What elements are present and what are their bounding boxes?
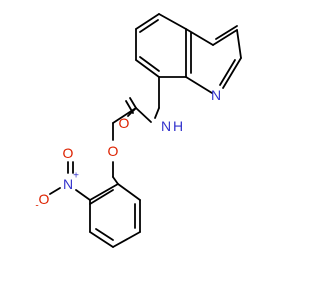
bond [117,183,141,201]
bond [139,56,160,72]
bond [129,97,137,109]
bond [75,189,91,201]
bond [154,107,160,119]
bond [219,59,236,86]
amide-nitrogen-label: N [161,118,171,134]
bond [89,183,119,201]
nitro-oxygen-top-label: O [63,145,74,161]
bond [112,107,137,124]
bond [112,231,141,248]
nitro-nitrogen-label: N [63,176,73,192]
bond [215,25,238,40]
bond [112,176,119,185]
bond [185,28,214,46]
bond [222,57,242,89]
nitro-oxygen-left-label: O [39,191,50,207]
bond [139,19,159,33]
carbonyl-oxygen-label: O [119,115,130,131]
bond-lines [49,13,242,248]
atom-labels: N N H O O N + O O - [35,87,221,212]
bond [95,228,114,241]
bond [158,13,187,30]
nitro-nitrogen-charge: + [73,171,79,182]
bond [89,189,114,205]
amide-hydrogen-label: H [173,118,183,134]
quinoline-nitrogen-label: N [211,87,221,103]
bond [212,29,238,46]
bond [236,29,242,59]
ether-oxygen-label: O [108,143,119,159]
bond [185,76,213,94]
bond [135,107,152,123]
bond [135,13,160,30]
bond [49,187,61,195]
nitro-oxygen-charge: - [35,201,38,212]
bond [135,59,160,78]
bond [89,231,114,248]
molecule-structure: N N H O O N + O O - [35,13,242,248]
